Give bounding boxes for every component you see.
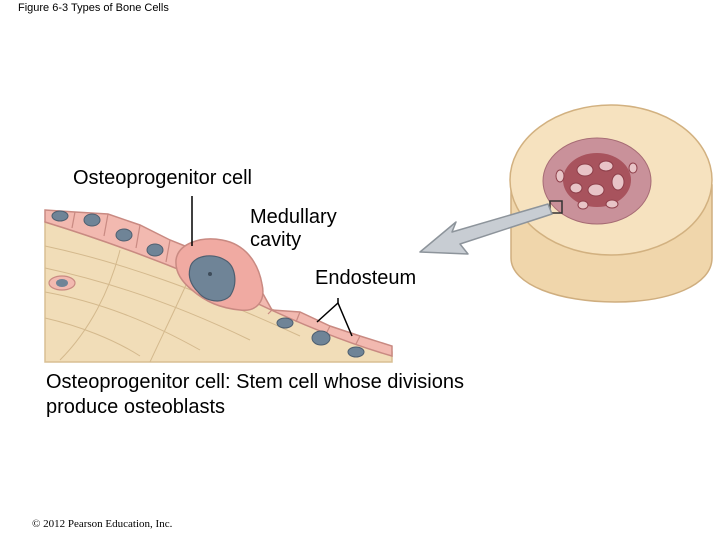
- osteoprogenitor-label: Osteoprogenitor cell: [73, 167, 252, 189]
- lamellae-lines: [44, 245, 301, 363]
- osteocyte-nucleus: [56, 279, 68, 287]
- caption: Osteoprogenitor cell: Stem cell whose di…: [46, 371, 464, 418]
- magnify-arrow: [419, 203, 553, 255]
- copyright-notice: © 2012 Pearson Education, Inc.: [32, 518, 173, 530]
- cell-boundaries: [71, 211, 361, 345]
- leader-lines: [191, 196, 353, 337]
- endosteum-label: Endosteum: [315, 267, 417, 289]
- tissue-section: [44, 209, 393, 363]
- osteoprogenitor-nucleus: [188, 255, 236, 302]
- marrow-spaces: [555, 160, 638, 210]
- figure-title: Figure 6-3 Types of Bone Cells: [18, 2, 169, 14]
- bone-cross-section: [509, 104, 713, 303]
- medullary-cavity-label: Medullary cavity: [250, 206, 337, 251]
- cell-nuclei: [51, 210, 365, 358]
